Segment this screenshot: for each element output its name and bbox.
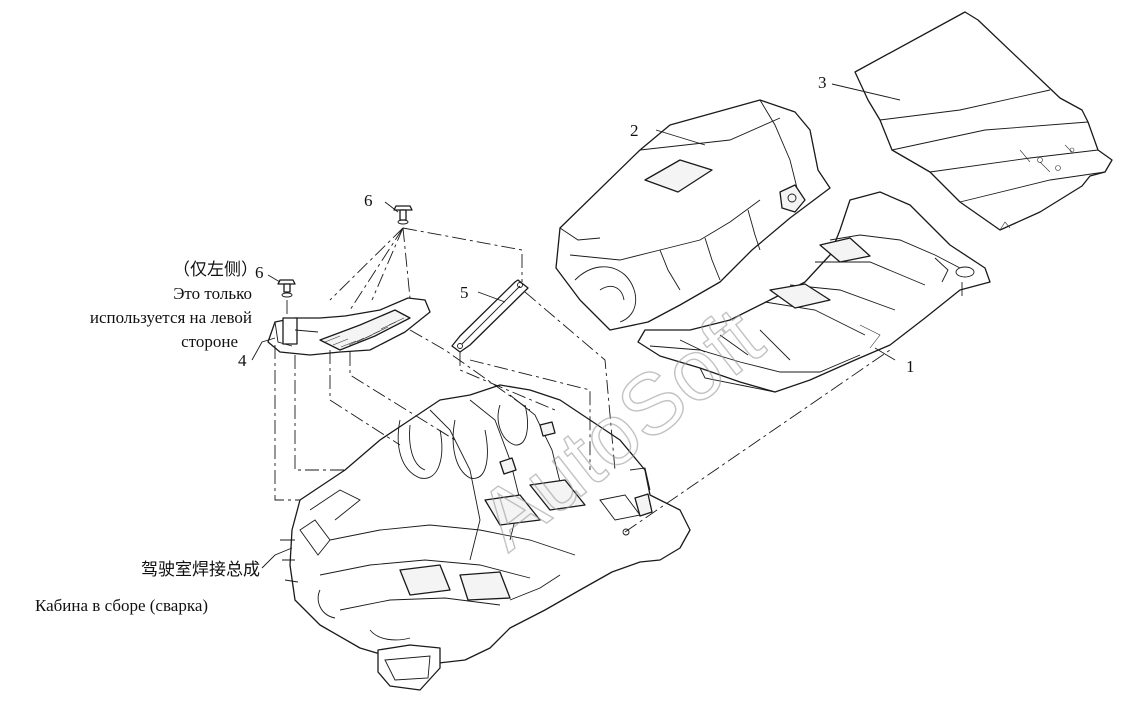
note-left-only-cn: （仅左侧） <box>173 260 258 279</box>
callout-6-left: 6 <box>255 263 264 282</box>
note-cab-ru: Кабина в сборе (сварка) <box>35 596 209 615</box>
callout-4: 4 <box>238 351 247 370</box>
part-6-bolt-left <box>277 279 296 298</box>
note-cab-cn: 驾驶室焊接总成 <box>141 560 260 579</box>
part-6-bolt-top <box>393 205 413 225</box>
assembly-lines <box>274 227 963 533</box>
callout-1: 1 <box>906 357 915 376</box>
leader-lines <box>251 83 901 569</box>
part-2-tunnel-cover <box>555 99 831 331</box>
callout-3: 3 <box>818 73 827 92</box>
note-left-only-ru-line2: используется на левой <box>89 308 252 327</box>
part-5-bracket <box>451 279 529 353</box>
part-3-rear-floor-cover <box>854 11 1113 231</box>
part-4-footrest <box>267 297 431 356</box>
callout-5: 5 <box>460 283 469 302</box>
part-1-front-floor-mat <box>637 191 991 393</box>
note-left-only-ru-line1: Это только <box>173 284 252 303</box>
note-left-only-ru-line3: стороне <box>181 332 238 351</box>
callout-6-top: 6 <box>364 191 373 210</box>
callout-2: 2 <box>630 121 639 140</box>
